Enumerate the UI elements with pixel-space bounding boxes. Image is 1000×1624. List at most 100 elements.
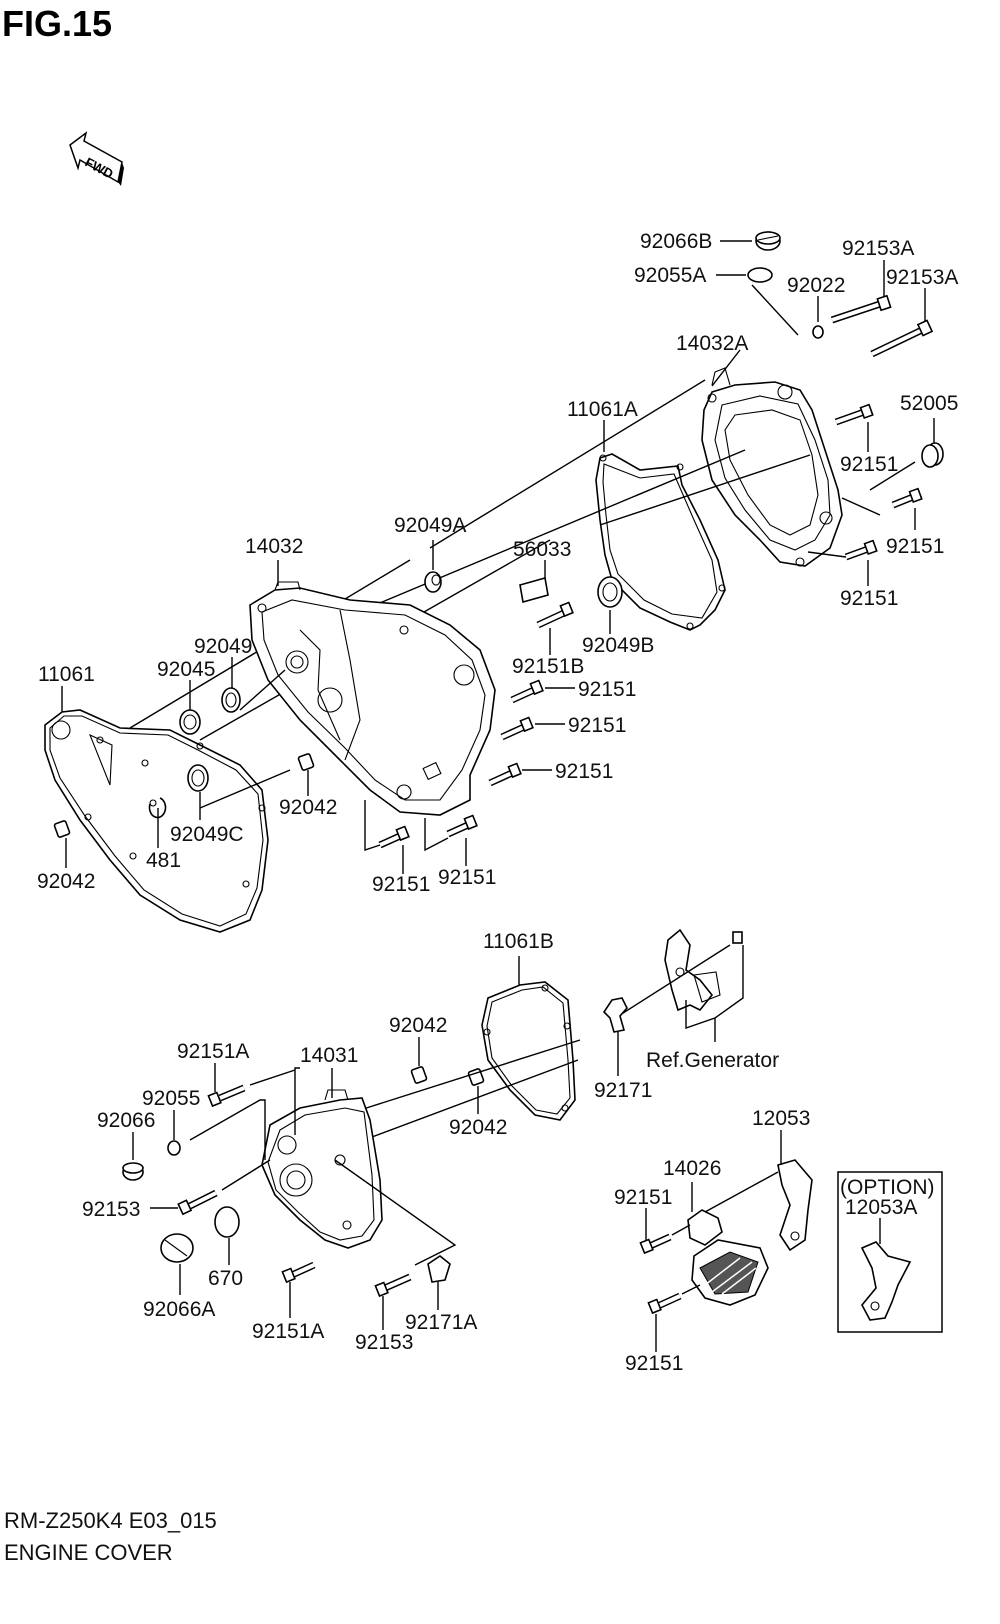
bracket-12053a [860,1241,912,1321]
label-92055a: 92055A [634,264,706,287]
oring-670 [214,1206,240,1238]
cover-14031 [261,1089,383,1249]
bolt-92151b [536,601,574,629]
label-481: 481 [146,849,181,872]
plug-92066 [122,1162,144,1181]
footer-model-code: RM-Z250K4 E03_015 [4,1508,217,1533]
bolt-92151-r3 [844,539,878,561]
label-670: 670 [208,1267,243,1290]
label-92151-r2: 92151 [886,535,944,558]
label-11061: 11061 [38,663,95,686]
bolt-generator [732,931,743,944]
dowel-92042-c [410,1066,428,1084]
label-92153-1: 92153 [82,1198,140,1221]
bearing-92045 [179,709,201,735]
label-92151-m1: 92151 [578,678,636,701]
label-92151-c1: 92151 [614,1186,672,1209]
gasket-11061a [595,453,726,631]
label-12053: 12053 [752,1107,810,1130]
label-92151-c2: 92151 [625,1352,683,1375]
footer-section-name: ENGINE COVER [4,1540,173,1565]
cap-52005 [921,442,944,468]
label-92151a-2: 92151A [252,1320,324,1343]
bolt-92151-b2 [446,814,478,838]
label-92151-b1: 92151 [372,873,430,896]
dowel-92042-d [467,1068,485,1086]
oring-92055a [747,267,773,283]
bracket-12053 [777,1159,813,1252]
label-92153a-2: 92153A [886,266,958,289]
label-92151-r3: 92151 [840,587,898,610]
bolt-92151-b1 [378,825,410,849]
label-14026: 14026 [663,1157,721,1180]
svg-text:(OPTION): (OPTION) [840,1176,935,1199]
bolt-92151-c2 [647,1292,682,1315]
label-ref-generator: Ref.Generator [646,1049,779,1072]
label-92042-c: 92042 [389,1014,447,1037]
label-11061a: 11061A [567,398,638,421]
label-92151-m3: 92151 [555,760,613,783]
clamp-92171a [427,1255,451,1283]
label-92042-a: 92042 [279,796,337,819]
label-92066: 92066 [97,1109,155,1132]
label-14032a: 14032A [676,332,748,355]
label-92066a: 92066A [143,1298,215,1321]
option-box: (OPTION) [837,1171,943,1333]
label-92153a-1: 92153A [842,237,914,260]
label-92171a: 92171A [405,1311,477,1334]
bolt-92151-m1 [510,679,544,704]
label-92151a-1: 92151A [177,1040,249,1063]
plate-56033 [519,576,549,604]
label-92151-r1: 92151 [840,453,898,476]
bolt-92153-1 [177,1189,218,1216]
dowel-92042-b [53,820,71,838]
bolt-92153a-1 [830,294,892,324]
part-labels: 92066B 92055A 92022 92153A 92153A 14032A… [37,230,958,1375]
bearing-92049a [424,571,442,593]
dowel-92042-a [297,753,315,771]
bolt-92151-r2 [891,487,923,509]
label-92045: 92045 [157,658,215,681]
label-56033: 56033 [513,538,571,561]
label-14031: 14031 [300,1044,358,1067]
label-92151-b2: 92151 [438,866,496,889]
label-52005: 52005 [900,392,958,415]
label-11061b: 11061B [483,930,554,953]
figure-title: FIG.15 [2,3,112,44]
gasket-11061b [481,981,576,1121]
bolt-92151a-2 [281,1261,316,1284]
bolt-92151-m2 [500,716,534,741]
circlip-481 [148,797,167,819]
oring-92055 [167,1140,181,1156]
label-92171: 92171 [594,1079,652,1102]
bolt-92151a-1 [207,1084,246,1108]
label-92042-d: 92042 [449,1116,507,1139]
label-14032: 14032 [245,535,303,558]
label-12053a: 12053A [845,1196,917,1219]
gasket-11061 [44,709,269,933]
label-92151b: 92151B [512,655,584,678]
label-92055: 92055 [142,1087,200,1110]
fwd-arrow-icon: FWD [69,131,124,186]
seal-92049b [597,576,623,608]
label-92049a: 92049A [394,514,466,537]
plug-92066b [755,231,781,251]
bolt-92153-2 [374,1273,412,1298]
cap-92066a [160,1233,194,1263]
outer-cover-14032a [701,367,843,567]
seal-92049c [187,764,209,792]
label-92049: 92049 [194,635,252,658]
label-92153-2: 92153 [355,1331,413,1354]
label-92049c: 92049C [170,823,244,846]
label-92151-m2: 92151 [568,714,626,737]
label-92022: 92022 [787,274,845,297]
bolt-92151-m3 [488,762,522,787]
cover-14026 [687,1209,769,1306]
bolt-92151-r1 [834,403,874,426]
clutch-cover-14032 [249,581,496,816]
label-92066b: 92066B [640,230,712,253]
generator-bracket [664,928,721,1012]
washer-92022 [812,325,824,339]
label-92049b: 92049B [582,634,654,657]
